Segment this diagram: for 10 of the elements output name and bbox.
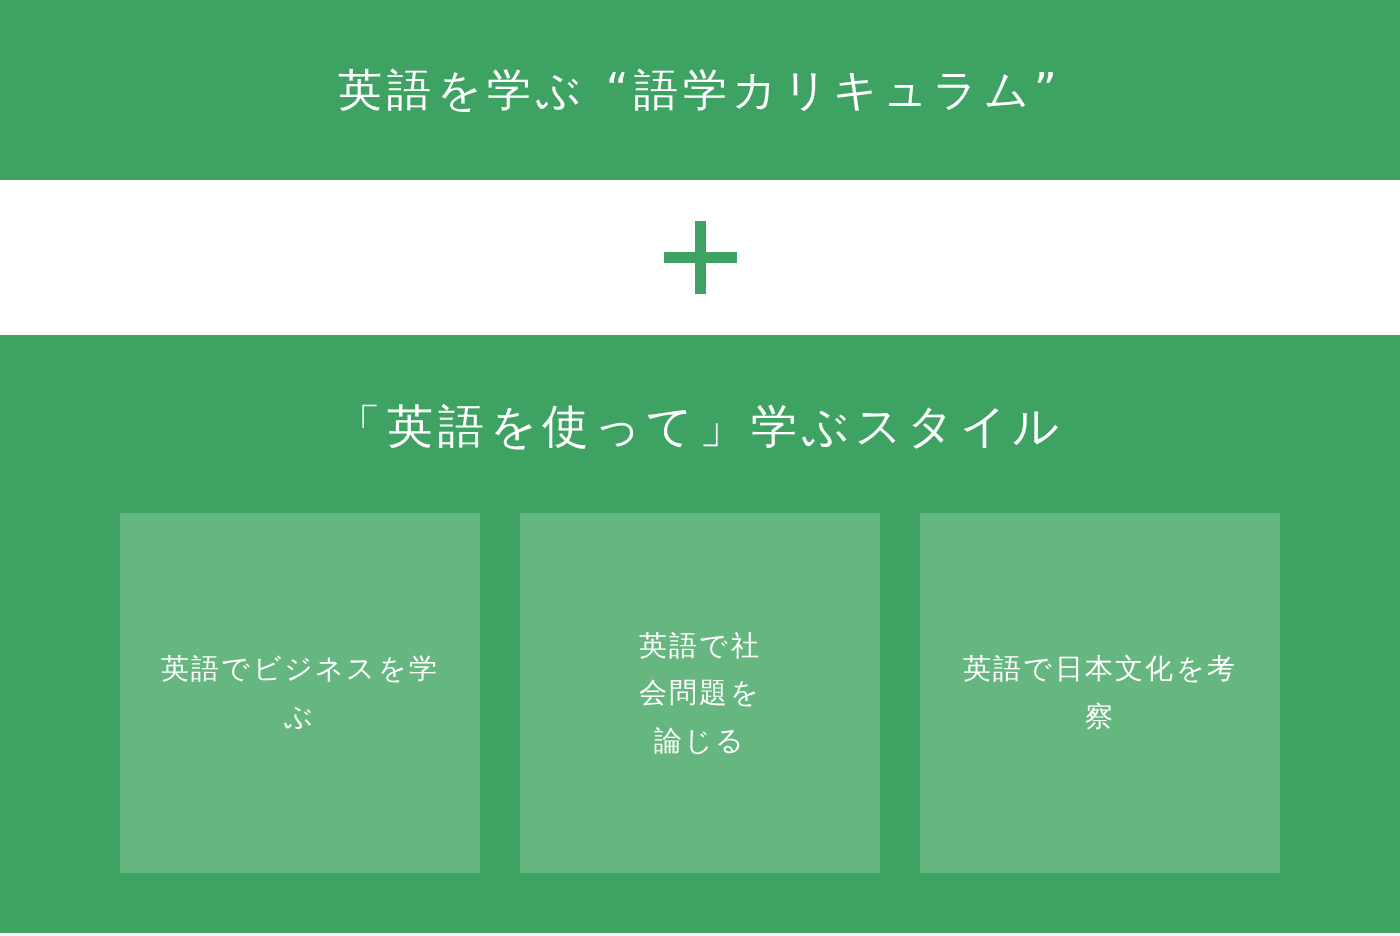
heading-band	[0, 0, 1400, 180]
section-panel	[0, 335, 1400, 933]
card-text: 英語でビジネスを学ぶ	[159, 651, 441, 735]
card-text: 英語で日本文化を考察	[961, 651, 1239, 735]
topic-card	[520, 513, 880, 873]
topic-card	[920, 513, 1280, 873]
topic-card	[120, 513, 480, 873]
section-title: 「英語を使って」学ぶスタイル	[334, 398, 1066, 455]
heading-text: 英語を学ぶ “語学カリキュラム”	[337, 62, 1063, 117]
card-text: 英語で社会問題を論じる	[638, 627, 762, 759]
